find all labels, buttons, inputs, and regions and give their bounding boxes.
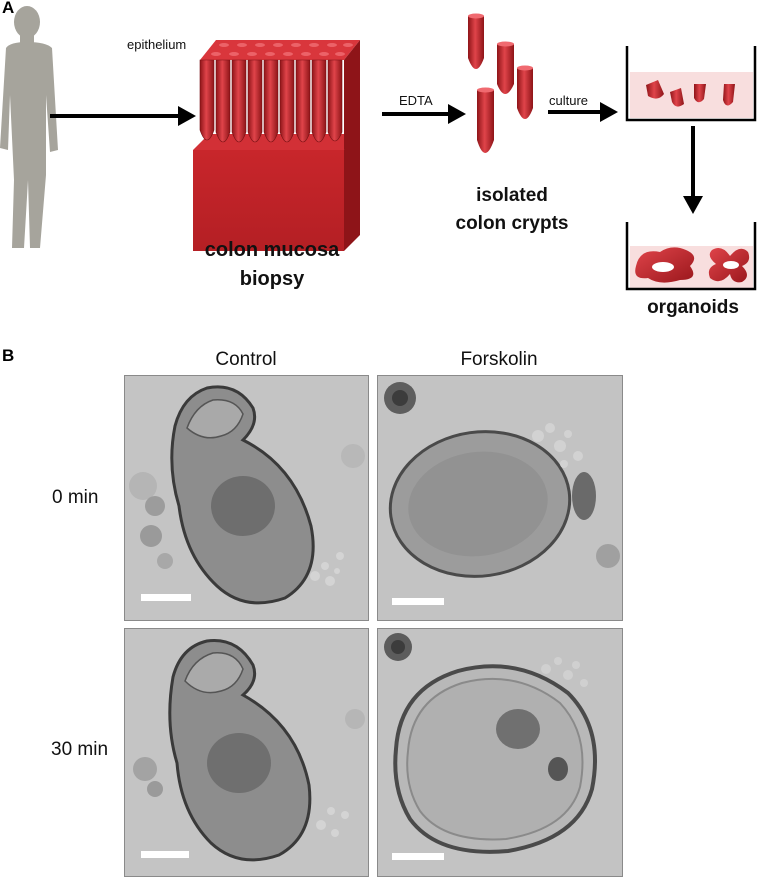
arrow-down-to-organoids: [683, 126, 703, 214]
culture-label: culture: [549, 93, 589, 108]
culture-dish-icon: [625, 46, 757, 122]
micrograph-control-0min: [124, 375, 369, 621]
panel-a-label: A: [2, 0, 15, 17]
arrow-human-to-biopsy: [50, 106, 196, 126]
organoid-dish-icon: [625, 222, 757, 291]
organoids-label: organoids: [647, 297, 739, 318]
scale-bar: [141, 594, 191, 601]
panel-b-label: B: [2, 346, 15, 365]
biopsy-label-line1: colon mucosa: [204, 239, 340, 261]
scale-bar: [392, 598, 444, 605]
biopsy-block-icon: [193, 134, 360, 251]
edta-label: EDTA: [399, 93, 433, 108]
row-label-30min: 30 min: [51, 739, 109, 760]
crypts-label: isolated colon crypts: [424, 182, 600, 237]
arrow-edta: [382, 104, 466, 124]
micrograph-forskolin-0min: [377, 375, 623, 621]
panel-a-diagram: [0, 6, 757, 291]
biopsy-label: colon mucosa biopsy: [160, 236, 384, 294]
micrograph-control-30min: [124, 628, 369, 877]
scale-bar: [141, 851, 189, 858]
scale-bar: [392, 853, 444, 860]
biopsy-label-line2: biopsy: [239, 268, 305, 290]
arrow-culture: [548, 102, 618, 122]
column-label-forskolin: Forskolin: [460, 349, 538, 370]
epithelium-label: epithelium: [127, 37, 187, 52]
human-silhouette-icon: [0, 6, 58, 248]
column-label-control: Control: [215, 349, 277, 370]
isolated-crypts-icon: [468, 13, 533, 153]
crypts-label-line2: colon crypts: [455, 212, 569, 234]
epithelium-crypts-icon: [199, 40, 360, 150]
row-label-0min: 0 min: [52, 487, 99, 508]
micrograph-forskolin-30min: [377, 628, 623, 877]
crypts-label-line1: isolated: [476, 185, 548, 206]
